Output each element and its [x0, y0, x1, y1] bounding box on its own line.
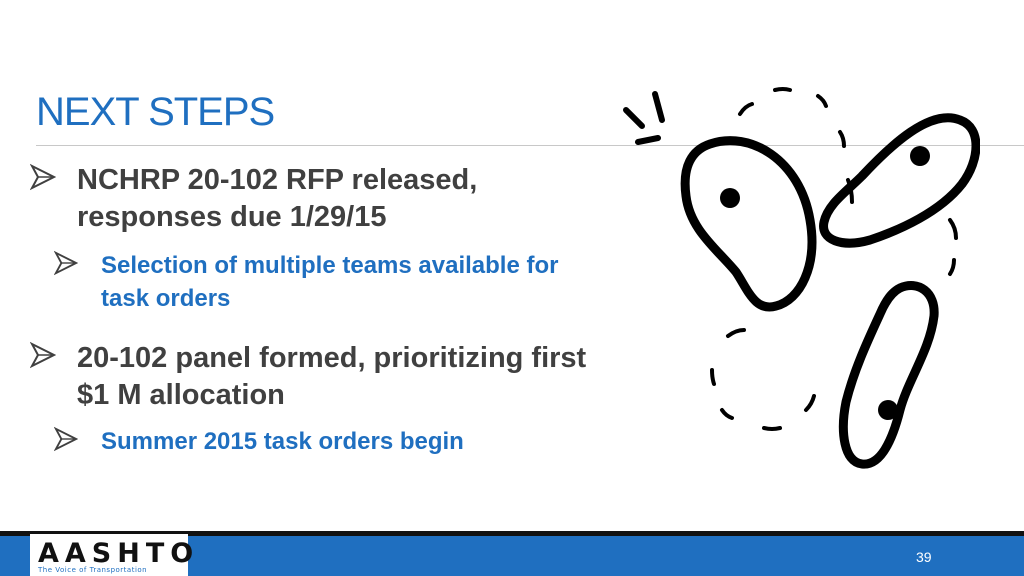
sub-bullet-item: Selection of multiple teams available fo… — [53, 249, 674, 319]
title-divider — [36, 145, 1024, 146]
logo-tagline: The Voice of Transportation — [38, 566, 148, 574]
bullet-item: 20-102 panel formed, prioritizing first … — [29, 340, 670, 420]
page-number: 39 — [916, 549, 932, 565]
footprints-icon — [600, 80, 981, 485]
sub-bullet-item: Summer 2015 task orders begin — [53, 425, 674, 462]
arrow-bullet-icon — [53, 249, 79, 286]
logo-wordmark: AASHTO — [38, 538, 200, 569]
slide-title: NEXT STEPS — [36, 90, 275, 134]
bullet-text: Summer 2015 task orders begin — [101, 428, 464, 455]
bullet-item: NCHRP 20-102 RFP released, responses due… — [29, 162, 650, 242]
bullet-text: 20-102 panel formed, prioritizing first … — [77, 342, 587, 411]
footer-accent-line — [0, 531, 1024, 536]
arrow-bullet-icon — [53, 425, 79, 462]
arrow-bullet-icon — [29, 162, 57, 202]
arrow-bullet-icon — [29, 340, 57, 380]
bullet-text: NCHRP 20-102 RFP released, responses due… — [77, 164, 478, 233]
aashto-logo: AASHTO The Voice of Transportation — [30, 534, 193, 576]
bullet-text: Selection of multiple teams available fo… — [101, 252, 559, 312]
